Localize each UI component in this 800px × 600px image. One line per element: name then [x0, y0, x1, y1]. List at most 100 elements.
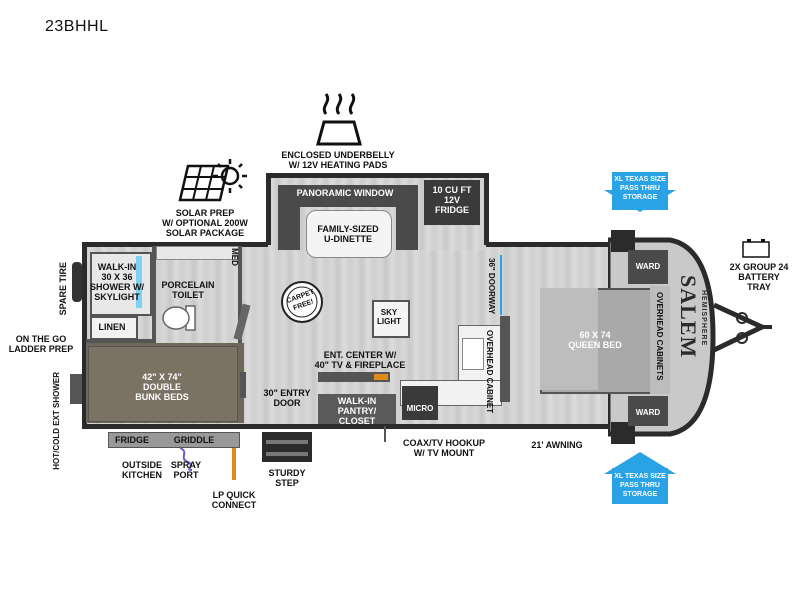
outside-line2: KITCHEN [122, 470, 162, 480]
ladder-line2: LADDER PREP [8, 344, 74, 354]
storage-bottom-label: XL TEXAS SIZE PASS THRU STORAGE [612, 472, 668, 499]
walkin-line2: 30 X 36 [101, 272, 133, 282]
storage-top-line1: XL TEXAS SIZE [614, 176, 666, 183]
overhead-cabinets-label: OVERHEAD CABINETS [655, 292, 664, 381]
panoramic-label: PANORAMIC WINDOW [296, 188, 394, 198]
wall-top-left [84, 242, 268, 247]
ward-top-label: WARD [635, 262, 661, 271]
underbelly-line2: W/ 12V HEATING PADS [288, 160, 388, 170]
fridge-12v [424, 180, 480, 225]
queen-line2: QUEEN BED [568, 340, 622, 350]
doorway-line [500, 255, 502, 315]
awning-label: 21' AWNING [531, 440, 583, 450]
battery-line2: BATTERY [738, 272, 780, 282]
toilet [162, 305, 196, 331]
storage-bot-line1: XL TEXAS SIZE [614, 473, 666, 480]
wall-slide-left [266, 173, 271, 245]
carpet-free-badge [281, 281, 323, 323]
entry-label: 30" ENTRY DOOR [252, 388, 322, 408]
micro-label: MICRO [406, 404, 434, 413]
queen-label: 60 X 74 QUEEN BED [546, 330, 644, 350]
coax-label: COAX/TV HOOKUP W/ TV MOUNT [382, 438, 506, 458]
storage-bottom-box [612, 468, 668, 504]
microwave [402, 386, 438, 420]
bath-door [233, 303, 251, 341]
overhead-cabinet-label: OVERHEAD CABINET [485, 330, 494, 414]
storage-top-line3: STORAGE [622, 194, 658, 201]
wall-left [82, 242, 87, 429]
spare-tire-label: SPARE TIRE [58, 262, 68, 316]
ent-label: ENT. CENTER W/ 40" TV & FIREPLACE [300, 350, 420, 370]
ladder-label: ON THE GO LADDER PREP [0, 334, 82, 354]
lp-connect [232, 448, 236, 480]
underbelly-line1: ENCLOSED UNDERBELLY [281, 150, 395, 160]
battery-label: 2X GROUP 24 BATTERY TRAY [722, 262, 796, 292]
shower [90, 252, 152, 316]
kitchen-sink [462, 338, 484, 370]
ent-center [318, 372, 390, 382]
brand-line1: SALEM [676, 275, 701, 359]
med-label: MED [230, 248, 239, 266]
porcelain-line1: PORCELAIN [161, 280, 215, 290]
model-name: 23BHHL [45, 18, 109, 35]
outside-kitchen-label: OUTSIDE KITCHEN [112, 460, 172, 480]
doorway-label: 36" DOORWAY [487, 258, 496, 315]
skylight [372, 300, 410, 338]
fridge-out-label: FRIDGE [114, 435, 149, 445]
dinette-right [396, 185, 418, 250]
bath-wall-right [152, 246, 156, 341]
queen-line1: 60 X 74 [579, 330, 611, 340]
fridge-line2: 12V [443, 195, 460, 205]
walkin-label: WALK-IN 30 X 36 SHOWER W/ SKYLIGHT [88, 262, 146, 302]
entry-line2: DOOR [273, 398, 301, 408]
spare-tire [72, 262, 82, 302]
lp-line1: LP QUICK [212, 490, 256, 500]
overhead-cabinet-panel [500, 316, 510, 402]
walkin-line4: SKYLIGHT [94, 292, 140, 302]
overhead-cabinets-strip [650, 286, 670, 394]
fireplace [374, 374, 388, 380]
spray-line2: PORT [173, 470, 199, 480]
dinette-table [306, 210, 392, 258]
spray-hose [179, 447, 193, 471]
dinette-line1: FAMILY-SIZED [317, 224, 379, 234]
battery-icon [742, 239, 770, 258]
griddle-label: GRIDDLE [173, 435, 215, 445]
wall-bottom [84, 424, 611, 429]
solar-line1: SOLAR PREP [175, 208, 235, 218]
pantry-label: WALK-IN PANTRY/ CLOSET [320, 396, 394, 426]
battery-line3: TRAY [747, 282, 771, 292]
sturdy-step-tread2 [266, 452, 308, 456]
skylight-line1: SKY [380, 308, 398, 317]
sturdy-step-tread [266, 440, 308, 444]
sturdy-step [262, 432, 312, 462]
brand-line2: HEMISPHERE [700, 290, 707, 347]
bath-wall-side [238, 246, 242, 346]
porcelain-label: PORCELAIN TOILET [158, 280, 218, 300]
bunk-line2: DOUBLE [143, 382, 181, 392]
bunk-door [240, 372, 246, 398]
spray-line1: SPRAY [170, 460, 202, 470]
wall-slide-right [484, 173, 489, 245]
porcelain-line2: TOILET [172, 290, 204, 300]
storage-bot-line2: PASS THRU [620, 482, 660, 489]
coax-line2: W/ TV MOUNT [413, 448, 475, 458]
ladder-line1: ON THE GO [15, 334, 67, 344]
sturdy-line1: STURDY [268, 468, 306, 478]
bunk-line3: BUNK BEDS [135, 392, 189, 402]
ward-bottom [628, 396, 668, 426]
heat-icon [316, 93, 362, 146]
underbelly-label: ENCLOSED UNDERBELLY W/ 12V HEATING PADS [268, 150, 408, 170]
solar-line3: SOLAR PACKAGE [165, 228, 245, 238]
fridge-label: 10 CU FT 12V FRIDGE [424, 185, 480, 215]
bunk-line1: 42" X 74" [142, 372, 182, 382]
dinette-label: FAMILY-SIZED U-DINETTE [306, 224, 390, 244]
entry-line1: 30" ENTRY [263, 388, 311, 398]
dinette-line2: U-DINETTE [324, 234, 372, 244]
bath-counter [156, 246, 240, 260]
lp-line2: CONNECT [211, 500, 257, 510]
ward-top [628, 250, 668, 284]
storage-top-line2: PASS THRU [620, 185, 660, 192]
ext-shower-label: HOT/COLD EXT SHOWER [52, 372, 61, 470]
solar-label: SOLAR PREP W/ OPTIONAL 200W SOLAR PACKAG… [150, 208, 260, 238]
